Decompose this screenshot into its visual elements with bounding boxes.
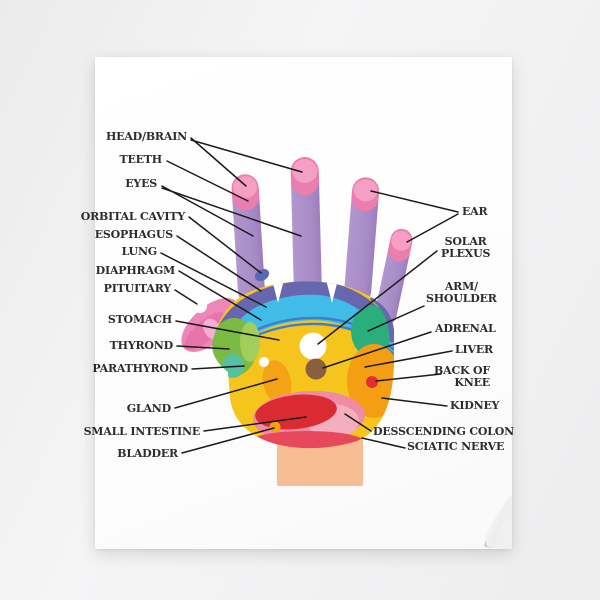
connector-desscending-colon: [344, 413, 372, 432]
connector-sciatic-nerve: [361, 437, 406, 449]
connector-stomach: [175, 320, 280, 341]
connector-small-intestine: [203, 416, 307, 432]
connector-head-brain-b: [190, 139, 303, 173]
label-ear: EAR: [462, 205, 488, 218]
connector-ear-a: [370, 190, 459, 213]
connector-adrenal: [322, 331, 432, 369]
label-thyrond: THYROND: [109, 339, 174, 352]
label-liver: LIVER: [455, 343, 493, 356]
middle-finger: [290, 157, 322, 300]
connector-lines: [160, 137, 459, 454]
label-back-of-knee: BACK OF KNEE: [434, 364, 490, 389]
connector-liver: [364, 350, 453, 368]
gland-blob: [262, 360, 292, 404]
label-stomach: STOMACH: [107, 313, 172, 326]
connector-gland: [174, 378, 278, 409]
connector-kidney: [381, 397, 448, 407]
thumb-nail: [193, 299, 207, 313]
connector-eyes-b: [161, 187, 302, 237]
arm-shoulder-zone: [351, 305, 391, 357]
solar-plexus-spot: [299, 332, 327, 360]
connector-arm-shoulder: [367, 305, 425, 332]
label-eyes: EYES: [125, 177, 157, 190]
connector-teeth: [166, 160, 249, 202]
label-orbital-cavity: ORBITAL CAVITY: [80, 210, 185, 223]
adrenal-spot: [305, 358, 327, 380]
label-head-brain: HEAD/BRAIN: [105, 130, 187, 143]
connector-pituitary: [174, 289, 198, 305]
connector-head-brain-a: [190, 137, 247, 187]
connector-eyes-a: [161, 185, 254, 237]
label-gland: GLAND: [126, 402, 171, 415]
connector-orbital-cavity: [188, 216, 262, 274]
parathyroid-spot: [259, 357, 269, 367]
back-of-knee-spot: [366, 376, 378, 388]
index-finger: [231, 174, 265, 305]
connector-lung: [160, 252, 267, 308]
page-curl: [484, 494, 512, 549]
connector-thyrond: [176, 345, 230, 350]
bladder-spot: [269, 421, 281, 433]
label-solar-plexus: SOLAR PLEXUS: [441, 235, 491, 260]
ring-finger: [344, 177, 380, 305]
connector-diaphragm: [178, 270, 262, 321]
connector-bladder: [181, 427, 275, 454]
label-esophagus: ESOPHAGUS: [94, 228, 173, 241]
label-arm-shoulder: ARM/ SHOULDER: [426, 280, 497, 305]
connector-solar-plexus: [317, 250, 438, 345]
label-diaphragm: DIAPHRAGM: [95, 264, 176, 277]
label-sciatic-nerve: SCIATIC NERVE: [407, 440, 505, 453]
label-pituitary: PITUITARY: [103, 282, 172, 295]
connector-back-of-knee: [375, 373, 442, 382]
thumb: [181, 298, 239, 352]
label-teeth: TEETH: [119, 153, 162, 166]
thyroid-zone-light: [240, 322, 260, 362]
label-parathyrond: PARATHYROND: [92, 362, 188, 375]
label-small-intestine: SMALL INTESTINE: [83, 425, 201, 438]
connector-parathyrond: [191, 365, 245, 370]
connector-esophagus: [176, 235, 262, 292]
connector-ear-b: [406, 213, 459, 243]
label-kidney: KIDNEY: [450, 399, 500, 412]
label-desscending-colon: DESSCENDING COLON: [373, 425, 515, 438]
label-lung: LUNG: [121, 245, 158, 258]
label-adrenal: ADRENAL: [435, 322, 496, 335]
label-bladder: BLADDER: [117, 447, 178, 460]
pinky-finger: [374, 228, 413, 326]
